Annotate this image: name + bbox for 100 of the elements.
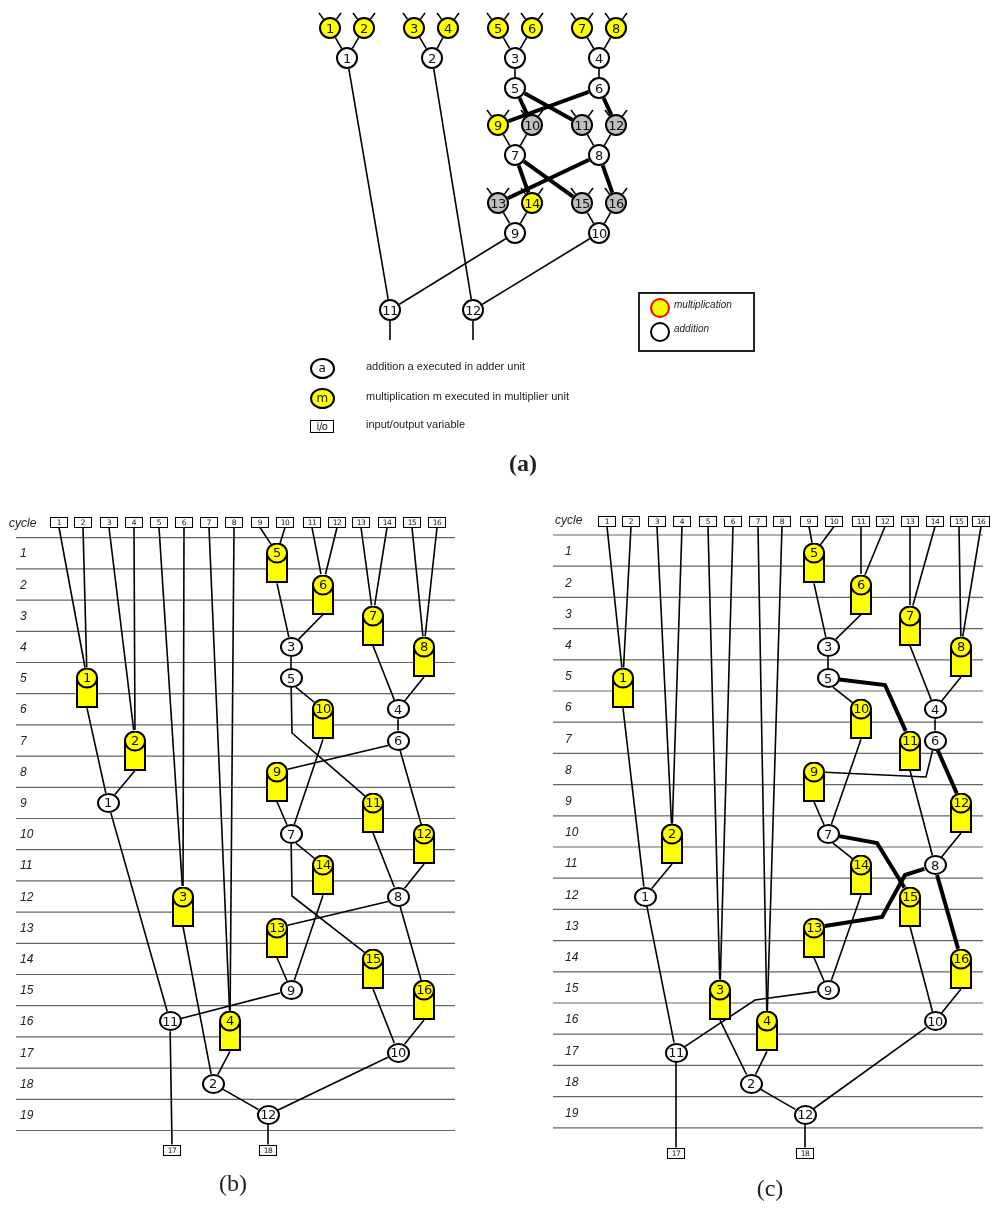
cycle-number: 9	[565, 793, 572, 808]
connector-line	[58, 526, 86, 669]
adder-circle: 9	[279, 980, 303, 1001]
connector-line	[369, 12, 376, 20]
connector-line	[719, 1019, 748, 1076]
adder-circle: a	[309, 357, 335, 379]
connector-line	[108, 526, 135, 731]
connector-line	[587, 109, 594, 117]
multiplier-circle: 12	[605, 114, 627, 136]
adder-circle: 1	[96, 792, 120, 813]
connector-line	[436, 36, 444, 50]
connector-line	[520, 187, 527, 195]
connector-line	[603, 211, 612, 225]
connector-line	[819, 525, 835, 546]
adder-circle: 5	[279, 668, 303, 689]
connector-line	[403, 863, 425, 890]
connector-line	[503, 12, 510, 20]
connector-line	[297, 613, 324, 641]
connector-line	[82, 526, 88, 669]
cycle-number: 5	[20, 671, 27, 686]
connector-line	[453, 12, 460, 20]
connector-line	[832, 842, 854, 860]
adder-circle: 5	[816, 668, 840, 689]
connector-line	[520, 12, 527, 20]
connector-line	[372, 832, 396, 888]
cycle-number: 15	[565, 981, 579, 996]
connector-line	[398, 237, 507, 306]
connector-line	[502, 133, 511, 147]
connector-line	[352, 12, 359, 20]
connector-line	[839, 677, 908, 732]
cycle-number: 5	[565, 669, 572, 684]
adder-circle: 6	[588, 77, 610, 99]
adder-circle: 2	[201, 1073, 225, 1094]
adder-circle: 8	[923, 855, 947, 876]
connector-line	[360, 526, 373, 607]
connector-line	[411, 526, 424, 638]
connector-line	[286, 900, 389, 926]
connector-line	[259, 526, 272, 546]
connector-line	[570, 12, 577, 20]
connector-line	[940, 988, 962, 1014]
connector-line	[838, 834, 907, 889]
cycle-number: 17	[20, 1045, 34, 1060]
connector-line	[311, 526, 322, 575]
connector-line	[277, 1056, 389, 1111]
connector-line	[486, 109, 493, 117]
legend-label: addition	[674, 323, 710, 334]
connector-line	[824, 749, 934, 778]
adder-circle: 5	[504, 77, 526, 99]
connector-line	[909, 769, 934, 857]
adder-circle: 1	[336, 47, 358, 69]
adder-circle: 4	[386, 699, 410, 720]
multiplier-circle: m	[309, 387, 335, 409]
adder-circle: 9	[504, 222, 526, 244]
connector-line	[348, 68, 389, 300]
connector-line	[397, 718, 399, 732]
connector-line	[830, 738, 862, 826]
connector-line	[940, 832, 962, 858]
connector-line	[813, 800, 825, 826]
cycle-number: 19	[565, 1105, 579, 1120]
connector-line	[293, 894, 324, 982]
multiplier-circle: 5	[487, 17, 509, 39]
connector-line	[503, 187, 510, 195]
cycle-number: 13	[565, 918, 579, 933]
connector-line	[216, 1050, 231, 1076]
legend-label: multiplication	[674, 299, 732, 310]
connector-line	[675, 1061, 677, 1149]
cycle-number: 11	[565, 856, 578, 871]
adder-circle: 1	[633, 886, 657, 907]
connector-line	[912, 525, 936, 607]
connector-line	[486, 187, 493, 195]
cycle-number: 3	[20, 608, 27, 623]
connector-line	[267, 1124, 269, 1146]
connector-line	[832, 686, 854, 704]
connector-line	[671, 525, 683, 825]
adder-circle: 3	[816, 636, 840, 657]
connector-line	[229, 526, 235, 1012]
connector-line	[940, 676, 962, 702]
adder-circle: 8	[386, 886, 410, 907]
connector-line	[830, 894, 862, 982]
connector-line	[276, 582, 290, 638]
connector-line	[757, 525, 768, 1012]
cycle-number: 7	[20, 733, 27, 748]
connector-line	[621, 109, 628, 117]
connector-line	[707, 525, 721, 981]
connector-line	[759, 1088, 797, 1111]
connector-line	[324, 526, 338, 576]
connector-line	[766, 525, 783, 1012]
connector-line	[290, 843, 366, 954]
multiplier-circle: 3	[403, 17, 425, 39]
connector-line	[502, 36, 511, 50]
connector-line	[481, 237, 591, 306]
connector-line	[334, 36, 343, 50]
connector-line	[503, 109, 510, 117]
multiplier-circle: 11	[571, 114, 593, 136]
cycle-number: 16	[20, 1014, 34, 1029]
connector-line	[279, 526, 286, 545]
adder-circle: 10	[386, 1042, 410, 1063]
connector-line	[399, 905, 422, 981]
connector-line	[804, 1124, 806, 1149]
connector-line	[598, 68, 600, 78]
